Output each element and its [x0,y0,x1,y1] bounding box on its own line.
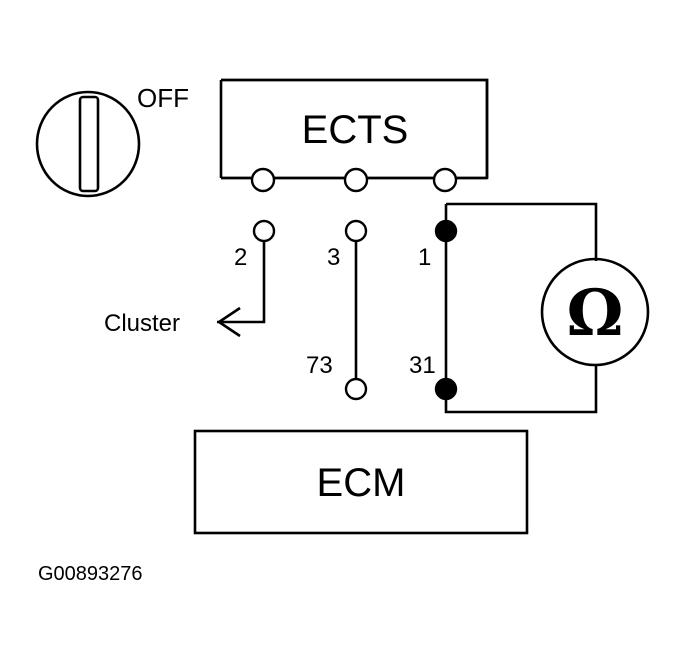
ohm-symbol: Ω [567,276,624,351]
ects-label: ECTS [302,108,409,152]
pin-label-2: 2 [234,244,247,271]
cluster-label: Cluster [104,310,180,337]
pin-label-31: 31 [409,352,436,379]
ignition-off-label: OFF [137,83,189,113]
ects-terminal-1 [250,167,276,193]
figure-id: G00893276 [38,563,143,585]
connector-pin-2 [252,219,276,243]
connector-pin-3 [344,219,368,243]
connector-pin-73 [344,377,368,401]
meter-lead-top [446,202,598,261]
ects-terminal-3 [432,167,458,193]
ects-terminal-2 [343,167,369,193]
pin-label-3: 3 [327,244,340,271]
meter-lead-bottom [444,364,598,414]
connector-pin-31-probe [434,377,458,401]
cluster-wire [217,241,266,324]
pin-label-73: 73 [306,352,333,379]
ohmmeter-icon [540,257,650,367]
connector-pin-1-probe [434,219,458,243]
ecm-box [193,429,529,535]
cluster-arrow-icon [216,306,241,338]
ecm-label: ECM [317,461,406,505]
ignition-switch-icon [35,90,141,198]
pin-label-1: 1 [418,244,431,271]
ects-box-outline [219,78,489,178]
